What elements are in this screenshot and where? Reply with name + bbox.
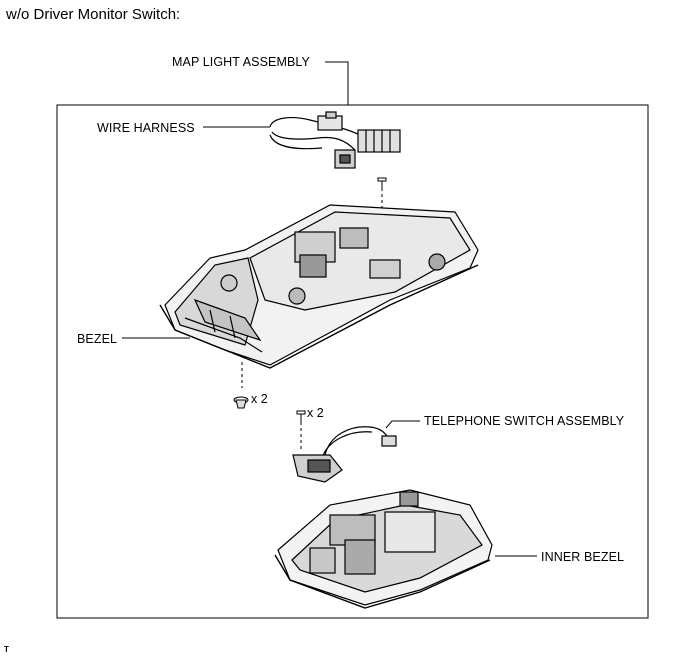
telephone-switch-part [292,426,397,483]
telephone-screw-part [296,410,306,423]
inner-bezel-label: INNER BEZEL [541,550,625,564]
page-heading: w/o Driver Monitor Switch: [6,6,181,23]
wire-harness-label: WIRE HARNESS [97,121,195,135]
diagram-frame [56,104,649,619]
illustration-code: T [4,645,9,654]
map-light-assembly-label: MAP LIGHT ASSEMBLY [172,55,310,69]
telephone-screw-quantity: x 2 [307,406,324,420]
bezel-clip-part [233,396,249,409]
leader-lines [122,61,537,557]
bezel-clip-quantity: x 2 [251,392,268,406]
map-light-leader [325,61,349,105]
bezel-part [159,204,479,369]
inner-bezel-part [274,489,493,609]
top-screw-part [377,177,387,190]
telephone-switch-leader [385,420,420,429]
wire-harness-part [269,111,401,169]
telephone-switch-assembly-label: TELEPHONE SWITCH ASSEMBLY [424,414,625,428]
bezel-label: BEZEL [77,332,118,346]
